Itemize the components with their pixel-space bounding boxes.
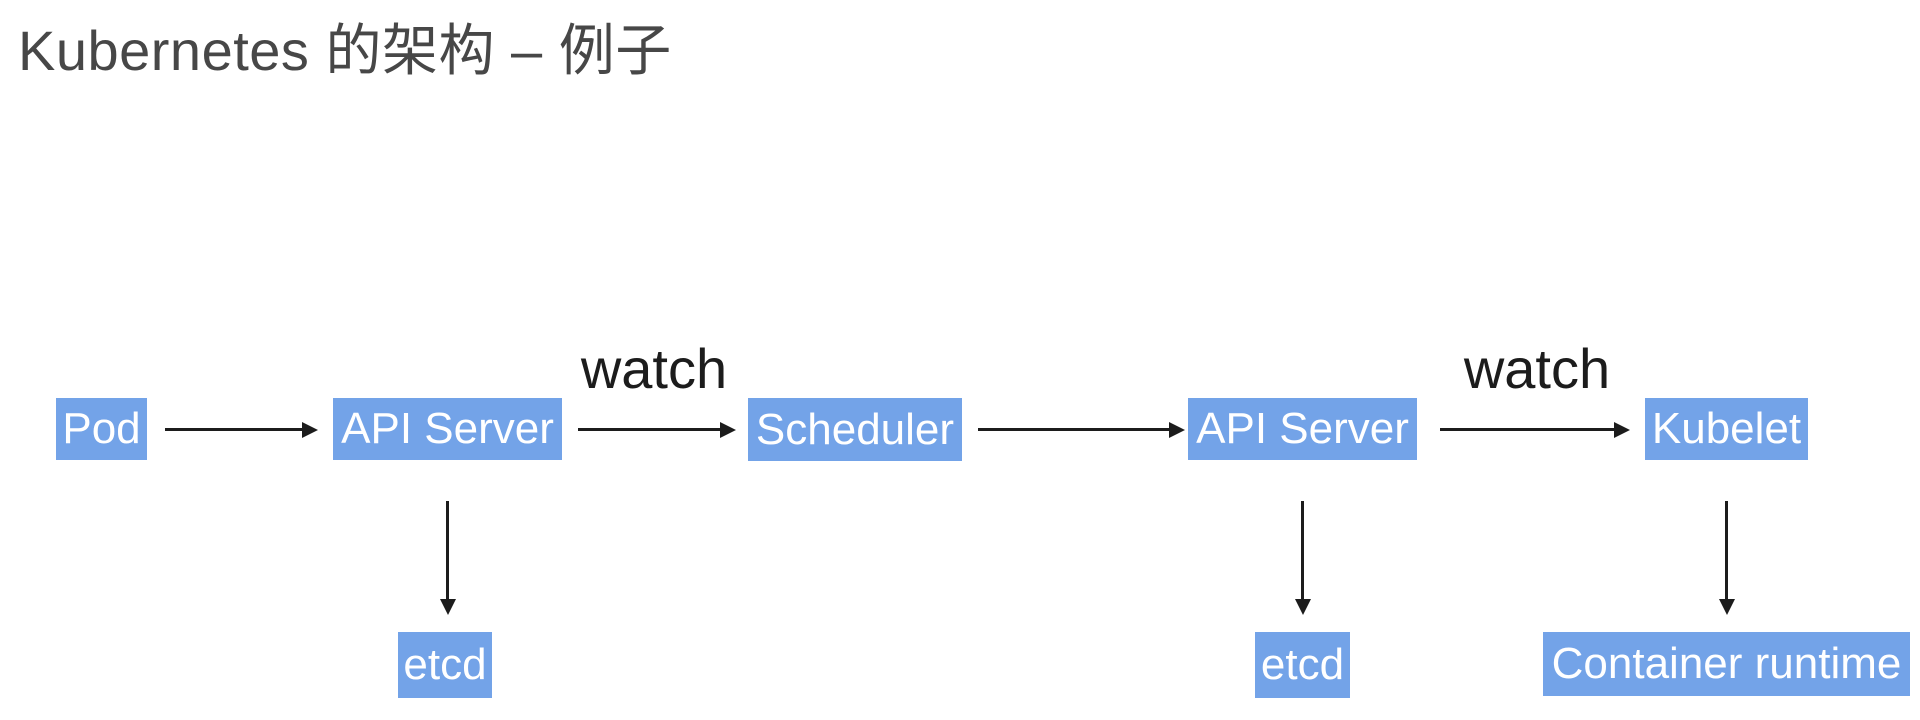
- node-etcd-1: etcd: [398, 632, 492, 698]
- node-etcd-1-label: etcd: [403, 640, 487, 689]
- arrow-kubelet-to-container-runtime: [1718, 501, 1735, 615]
- arrow-api-server-2-to-kubelet: [1440, 421, 1630, 438]
- arrow-shaft: [578, 428, 723, 431]
- arrow-shaft: [1725, 501, 1728, 602]
- arrow-pod-to-api-server-1: [165, 421, 318, 438]
- node-api-server-1-label: API Server: [341, 404, 554, 453]
- node-api-server-2: API Server: [1188, 398, 1417, 460]
- arrowhead-down-icon: [439, 599, 456, 615]
- arrow-scheduler-to-api-server-2: [978, 421, 1185, 438]
- node-etcd-2: etcd: [1255, 632, 1350, 698]
- node-scheduler: Scheduler: [748, 398, 962, 461]
- arrowhead-right-icon: [1614, 421, 1630, 438]
- arrow-api-server-2-to-etcd-2: [1294, 501, 1311, 615]
- node-container-runtime-label: Container runtime: [1551, 639, 1902, 688]
- arrowhead-right-icon: [1169, 421, 1185, 438]
- arrow-api-server-1-to-scheduler: [578, 421, 736, 438]
- arrow-shaft: [1440, 428, 1617, 431]
- node-kubelet: Kubelet: [1645, 398, 1808, 460]
- edge-label-watch-2: watch: [1463, 337, 1611, 400]
- node-container-runtime: Container runtime: [1543, 632, 1910, 696]
- arrowhead-right-icon: [720, 421, 736, 438]
- node-api-server-2-label: API Server: [1196, 404, 1409, 453]
- arrowhead-right-icon: [302, 421, 318, 438]
- node-api-server-1: API Server: [333, 398, 562, 460]
- arrow-shaft: [1301, 501, 1304, 602]
- node-pod-label: Pod: [62, 404, 141, 453]
- arrowhead-down-icon: [1718, 599, 1735, 615]
- arrowhead-down-icon: [1294, 599, 1311, 615]
- node-etcd-2-label: etcd: [1260, 640, 1345, 689]
- arrow-api-server-1-to-etcd-1: [439, 501, 456, 615]
- node-scheduler-label: Scheduler: [755, 404, 955, 454]
- arrow-shaft: [446, 501, 449, 602]
- node-kubelet-label: Kubelet: [1651, 404, 1802, 453]
- slide-title: Kubernetes 的架构 – 例子: [18, 19, 672, 82]
- arrow-shaft: [978, 428, 1172, 431]
- node-pod: Pod: [56, 398, 147, 460]
- arrow-shaft: [165, 428, 305, 431]
- edge-label-watch-1: watch: [580, 337, 728, 400]
